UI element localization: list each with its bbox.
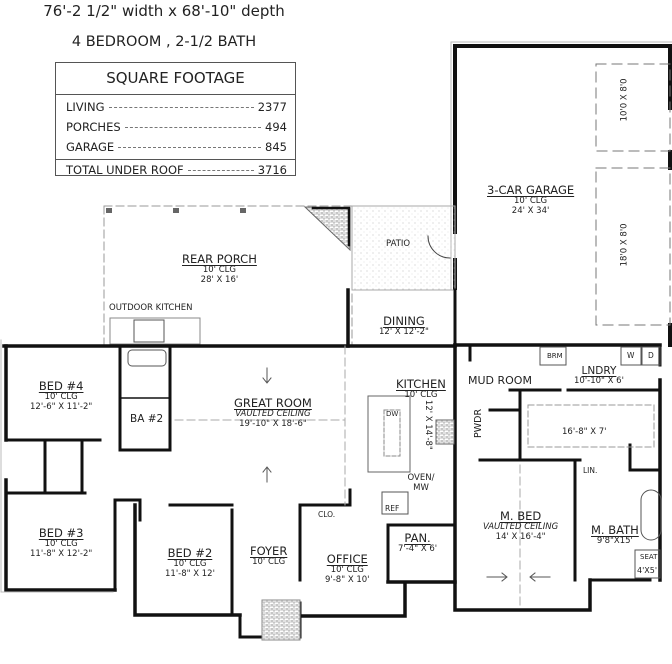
- room-rear-porch: REAR PORCH 10' CLG 28' X 16': [182, 252, 257, 285]
- room-master-bath: M. BATH 9'8"X15': [591, 523, 639, 547]
- shower-seat-label: SEAT: [640, 553, 658, 561]
- washer-label: W: [627, 351, 635, 360]
- room-master-bed: M. BED VAULTED CEILING 14' X 16'-4": [483, 509, 559, 542]
- dryer-label: D: [648, 351, 654, 360]
- broom-closet-label: BRM: [547, 352, 563, 360]
- shower-size: 4'X5': [637, 566, 658, 575]
- room-mud-room: MUD ROOM: [468, 374, 532, 387]
- bed-bath-count: 4 BEDROOM , 2-1/2 BATH: [71, 34, 257, 50]
- room-bed-4: BED #4 10' CLG 12'-6" X 11'-2": [30, 379, 93, 412]
- room-foyer: FOYER 10' CLG: [250, 544, 288, 568]
- oven-label: OVEN/ MW: [407, 473, 435, 493]
- patio-label: PATIO: [386, 239, 411, 249]
- kitchen-size: 12' X 14'-8": [422, 399, 433, 450]
- plan-dimensions: 76'-2 1/2" width x 68'-10" depth: [43, 2, 285, 20]
- room-kitchen: KITCHEN 10' CLG: [396, 377, 446, 401]
- dishwasher-label: DW: [386, 410, 399, 418]
- room-garage: 3-CAR GARAGE 10' CLG 24' X 34': [487, 183, 575, 216]
- room-pantry: PAN. 7'-4" X 6': [398, 531, 438, 555]
- garage-door-1: 10'0 X 8'0: [619, 78, 630, 122]
- room-bed-2: BED #2 10' CLG 11'-8" X 12': [165, 546, 215, 579]
- room-great-room: GREAT ROOM VAULTED CEILING 19'-10" X 18'…: [234, 396, 312, 429]
- room-bath-2: BA #2: [130, 413, 164, 425]
- room-dining: DINING 12' X 12'-2": [379, 314, 429, 338]
- garage-door-2: 18'0 X 8'0: [619, 223, 630, 267]
- room-powder: PWDR: [473, 408, 485, 438]
- walk-in-closet-size: 16'-8" X 7': [562, 427, 607, 437]
- outdoor-kitchen-label: OUTDOOR KITCHEN: [109, 303, 193, 313]
- square-footage-title: SQUARE FOOTAGE: [56, 63, 295, 95]
- closet-label: CLO.: [318, 510, 336, 519]
- linen-closet-label: LIN.: [583, 466, 598, 475]
- room-laundry: LNDRY 10'-10" X 6': [574, 365, 624, 387]
- room-office: OFFICE 10' CLG 9'-8" X 10': [325, 552, 370, 585]
- room-bed-3: BED #3 10' CLG 11'-8" X 12'-2": [30, 526, 93, 559]
- refrigerator-label: REF: [385, 504, 400, 513]
